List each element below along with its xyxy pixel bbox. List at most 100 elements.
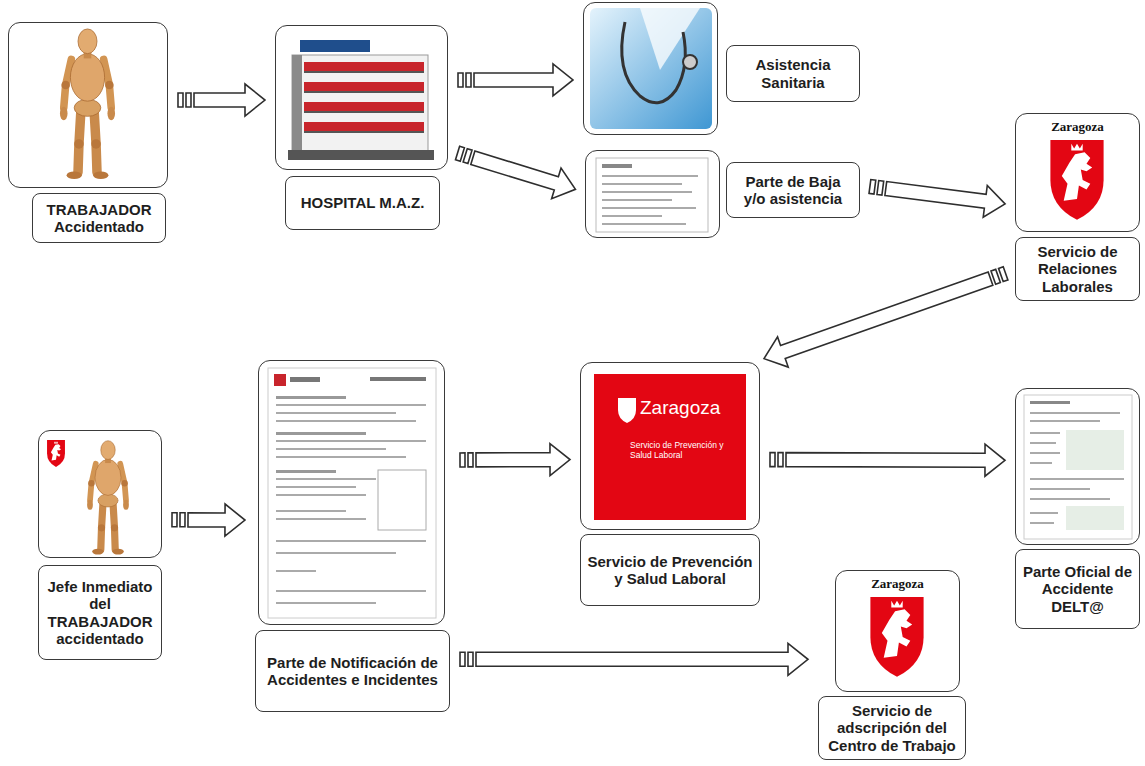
node-text: Parte de Notificación de Accidentes e In…: [262, 654, 443, 689]
picture-frame: [8, 22, 168, 188]
caption-box: Parte de Baja y/o asistencia: [726, 162, 860, 218]
stethoscope-head: [683, 55, 697, 69]
block-arrow: [764, 267, 1008, 367]
hospital-stripe: [304, 82, 424, 91]
service-card: [594, 374, 746, 520]
form-line: [276, 432, 366, 435]
form-line: [276, 404, 426, 406]
picture-frame: [1015, 388, 1140, 545]
node-text: TRABAJADOR Accidentado: [39, 201, 159, 236]
logo-text: Zaragoza: [640, 396, 740, 420]
caption-box: TRABAJADOR Accidentado: [32, 193, 166, 243]
form-line: [602, 164, 632, 168]
logo-text: Servicio de Prevención y Salud Laboral: [630, 440, 740, 470]
form-line: [1030, 442, 1056, 444]
form-line: [602, 175, 698, 177]
hospital-stripe: [304, 102, 424, 111]
diagram-node: Parte de Baja y/o asistencia: [585, 150, 860, 238]
form-line: [602, 207, 696, 209]
form-line: [370, 377, 426, 381]
picture-frame: [38, 430, 162, 558]
node-text: Zaragoza: [871, 577, 924, 591]
node-text: Jefe Inmediato del TRABAJADOR accidentad…: [45, 578, 155, 647]
hospital-side: [292, 55, 302, 153]
form-line: [276, 486, 356, 488]
block-arrow: [458, 64, 573, 96]
form-paper: [268, 368, 436, 618]
node-text: HOSPITAL M.A.Z.: [301, 194, 425, 211]
node-text: Zaragoza: [1051, 120, 1104, 134]
form-line: [276, 396, 346, 399]
diagram-node: ZaragozaServicio de adscripción del Cent…: [818, 570, 966, 760]
diagram-node: ZaragozaServicio de Prevención y Salud L…: [580, 362, 760, 606]
block-arrow: [869, 180, 1005, 218]
hospital-base: [288, 150, 434, 160]
form-line: [276, 570, 316, 572]
caption-box: Servicio de Prevención y Salud Laboral: [580, 534, 760, 606]
form-line: [276, 590, 426, 592]
caption-box: HOSPITAL M.A.Z.: [285, 176, 440, 230]
node-text: Parte Oficial de Accidente DELT@: [1022, 563, 1133, 615]
form-line: [276, 412, 396, 414]
node-text: Servicio de adscripción del Centro de Tr…: [825, 702, 959, 754]
form-line: [276, 510, 346, 512]
caption-box: Asistencia Sanitaria: [726, 45, 860, 102]
picture-frame: [275, 25, 448, 170]
medical-coat: [640, 8, 700, 70]
node-text: Servicio de Prevención y Salud Laboral: [587, 553, 753, 588]
hospital-stripe: [304, 71, 424, 73]
medical-photo: [590, 8, 712, 129]
block-arrow: [460, 643, 808, 675]
form-line: [276, 420, 416, 422]
form-line: [276, 540, 426, 542]
diagram-node: ZaragozaServicio de Relaciones Laborales: [1015, 113, 1140, 301]
caption-box: Servicio de Relaciones Laborales: [1015, 237, 1140, 301]
form-line: [602, 183, 682, 185]
hospital-stripe: [304, 131, 424, 133]
caption-box: Parte Oficial de Accidente DELT@: [1015, 549, 1140, 629]
block-arrow: [455, 146, 575, 198]
diagram-node: Parte Oficial de Accidente DELT@: [1015, 388, 1140, 629]
form-line: [602, 191, 692, 193]
node-text: Parte de Baja y/o asistencia: [733, 173, 853, 208]
form-line: [1030, 412, 1120, 414]
city-shield: [1050, 140, 1103, 220]
picture-frame: [583, 2, 718, 135]
diagram-node: Parte de Notificación de Accidentes e In…: [255, 360, 450, 712]
form-table: [1066, 506, 1124, 530]
form-line: [602, 223, 686, 225]
node-text: Servicio de Relaciones Laborales: [1022, 243, 1133, 295]
card-logo: [618, 398, 636, 423]
hospital-stripe: [304, 91, 424, 93]
form-line: [1030, 478, 1124, 480]
form-paper: [1024, 395, 1132, 539]
node-text: Servicio de Prevención y Salud Laboral: [630, 440, 740, 460]
form-line: [1030, 522, 1054, 524]
form-line: [276, 440, 426, 442]
form-line: [602, 199, 672, 201]
form-line: [276, 470, 336, 473]
form-line: [602, 215, 662, 217]
hospital-stripe: [304, 122, 424, 131]
hospital-building: [292, 55, 428, 153]
caption-box: Parte de Notificación de Accidentes e In…: [255, 630, 450, 712]
hospital-stripe: [304, 62, 424, 71]
form-logo: [274, 374, 286, 386]
form-line: [1030, 498, 1110, 500]
form-line: [1030, 488, 1090, 490]
diagram-node: Asistencia Sanitaria: [583, 2, 860, 135]
node-text: Asistencia Sanitaria: [733, 56, 853, 91]
form-line: [276, 602, 376, 604]
picture-frame: [585, 150, 720, 238]
caption-box: Servicio de adscripción del Centro de Tr…: [818, 696, 966, 760]
form-line: [276, 494, 366, 496]
form-line: [1030, 432, 1060, 434]
form-line: [1030, 452, 1060, 454]
form-line: [1030, 401, 1070, 404]
picture-frame: [258, 360, 445, 625]
form-line: [276, 552, 396, 554]
block-arrow: [460, 444, 570, 476]
stethoscope: [622, 22, 686, 103]
manikin-figure: [60, 29, 115, 179]
